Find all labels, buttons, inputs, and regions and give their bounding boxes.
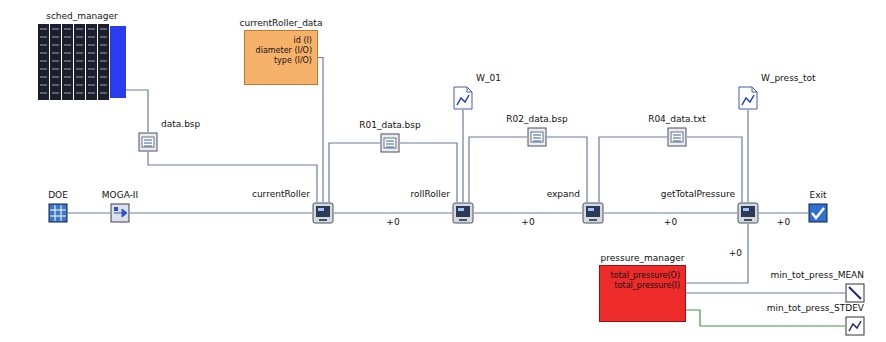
node-label: R01_data.bsp <box>358 120 421 131</box>
process-node: getTotalPressure <box>737 202 759 224</box>
node-label: R02_data.bsp <box>505 114 568 125</box>
input-node: W_press_tot <box>737 86 759 110</box>
connector <box>400 143 457 202</box>
node-label: W_press_tot <box>760 73 817 84</box>
connector <box>747 110 748 202</box>
server-node: sched_manager <box>38 24 126 100</box>
data-box: id (I)diameter (I/O)type (I/O)currentRol… <box>244 30 318 85</box>
file-node: R02_data.bsp <box>527 127 547 147</box>
connector <box>462 110 463 202</box>
node-label: MOGA-II <box>101 190 139 201</box>
node-label: R04_data.txt <box>647 114 707 125</box>
port-label: total_pressure(I) <box>608 281 680 291</box>
process-node: currentRoller <box>312 202 334 224</box>
file-icon <box>527 127 547 147</box>
proc-icon <box>312 202 334 224</box>
doc-icon <box>737 86 759 110</box>
file-icon <box>380 133 400 153</box>
connector <box>68 212 110 213</box>
connector <box>329 143 380 202</box>
connector <box>334 212 452 213</box>
node-label: DOE <box>47 190 69 201</box>
node-label: Exit <box>808 190 827 201</box>
edge-label: +0 <box>663 217 678 228</box>
node-label: expand <box>546 189 581 200</box>
node-label: getTotalPressure <box>660 189 736 200</box>
file-node: R04_data.txt <box>667 127 687 147</box>
file-node: R01_data.bsp <box>380 133 400 153</box>
file-node: data.bsp <box>138 132 158 152</box>
connector <box>148 152 317 202</box>
manager-box: total_pressure(O)total_pressure(I)pressu… <box>599 265 686 322</box>
node-label: rollRoller <box>409 189 451 200</box>
node-label: min_tot_press_STDEV <box>766 303 865 314</box>
node-label: currentRoller_data <box>239 18 324 29</box>
connector <box>469 137 527 202</box>
output-node: min_tot_press_STDEV <box>845 316 865 336</box>
scheduler-node: MOGA-II <box>110 203 130 223</box>
node-label: W_01 <box>475 73 502 84</box>
node-label: min_tot_press_MEAN <box>769 270 865 281</box>
connector <box>126 90 148 132</box>
connector <box>599 137 667 202</box>
port-label: id (I) <box>253 36 312 46</box>
node-label: currentRoller <box>251 189 311 200</box>
edge-label: +0 <box>520 217 535 228</box>
file-icon <box>138 132 158 152</box>
port-label: type (I/O) <box>253 56 312 66</box>
connector <box>759 212 808 213</box>
process-node: expand <box>582 202 604 224</box>
exit-node: Exit <box>808 203 828 223</box>
connector <box>474 212 582 213</box>
moga-icon <box>110 203 130 223</box>
connector <box>604 212 737 213</box>
connector <box>318 58 323 203</box>
connector <box>686 292 845 293</box>
input-node: W_01 <box>452 86 474 110</box>
output-node: min_tot_press_MEAN <box>845 283 865 303</box>
proc-icon <box>582 202 604 224</box>
port-label: total_pressure(O) <box>608 271 680 281</box>
stdev-icon <box>845 316 865 336</box>
mean-icon <box>845 283 865 303</box>
doc-icon <box>452 86 474 110</box>
edge-label: +0 <box>385 217 400 228</box>
node-label: sched_manager <box>45 11 119 22</box>
file-icon <box>667 127 687 147</box>
connector <box>686 224 748 283</box>
doe-icon <box>48 203 68 223</box>
check-icon <box>808 203 828 223</box>
port-label: diameter (I/O) <box>253 46 312 56</box>
node-label: data.bsp <box>160 119 201 130</box>
proc-icon <box>737 202 759 224</box>
edge-label: +0 <box>728 248 743 259</box>
doe-node: DOE <box>48 203 68 223</box>
edge-label: +0 <box>776 217 791 228</box>
proc-icon <box>452 202 474 224</box>
process-node: rollRoller <box>452 202 474 224</box>
node-label: pressure_manager <box>600 253 686 264</box>
connector <box>130 212 312 213</box>
server-icon <box>38 24 126 100</box>
